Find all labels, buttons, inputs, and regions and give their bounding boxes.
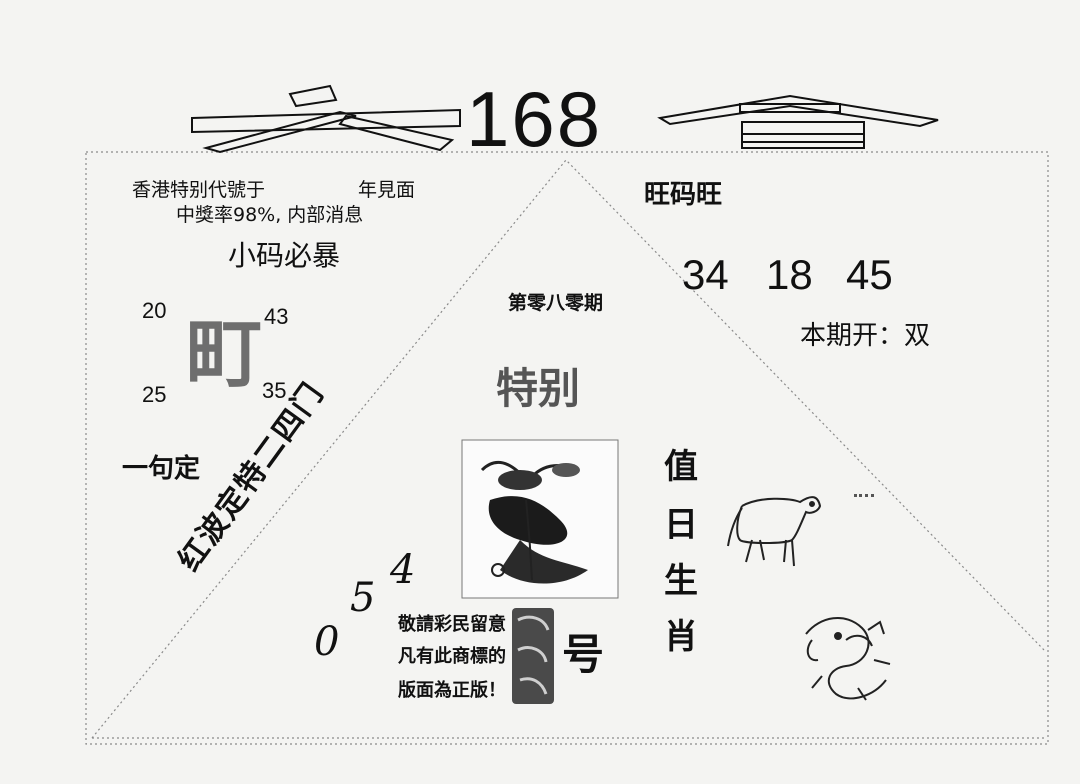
hand-digit-1: 0 [314, 619, 340, 665]
left-number-1: 20 [142, 298, 167, 323]
right-number-2: 18 [766, 251, 813, 298]
dragon-icon [805, 616, 891, 701]
dotted-triangle [91, 159, 1047, 739]
zodiac-vertical-1: 值 [664, 447, 698, 487]
left-number-2: 43 [264, 304, 289, 329]
zodiac-vertical-3: 生 [664, 561, 698, 601]
notice-line-1: 敬請彩民留意 [398, 614, 506, 635]
issue-label: 第零八零期 [508, 292, 604, 314]
phrase-label: 一句定 [122, 454, 201, 484]
right-number-3: 45 [846, 251, 893, 298]
masthead-left-glyph [191, 84, 461, 154]
hand-digit-3: 4 [390, 547, 416, 593]
right-heading: 旺码旺 [644, 180, 723, 210]
trademark-seal-icon [512, 608, 554, 704]
result-label: 本期开：双 [800, 321, 931, 351]
flower-bird-image [461, 439, 619, 599]
left-heading: 小码必暴 [228, 239, 341, 272]
dotted-frame [85, 151, 1049, 745]
right-number-1: 34 [682, 251, 729, 298]
intro-line1-b: 年見面 [358, 179, 416, 201]
big-zodiac-char: 町 [186, 309, 262, 398]
number-suffix: 号 [562, 630, 605, 679]
speck-dots [854, 494, 874, 501]
masthead-number: 168 [466, 75, 603, 163]
zodiac-vertical-2: 日 [664, 505, 698, 545]
hand-digit-2: 5 [350, 575, 376, 621]
intro-line1-a: 香港特别代號于 [132, 179, 266, 201]
masthead-right-glyph [657, 94, 939, 149]
left-number-3: 25 [142, 382, 167, 407]
ox-icon [727, 496, 822, 567]
left-number-4: 35 [262, 378, 287, 403]
notice-line-2: 凡有此商標的 [398, 646, 506, 667]
zodiac-vertical-4: 肖 [664, 617, 698, 657]
intro-line2: 中獎率98%, 内部消息 [176, 204, 364, 226]
notice-line-3: 版面為正版！ [398, 680, 506, 701]
special-label: 特别 [496, 364, 581, 413]
